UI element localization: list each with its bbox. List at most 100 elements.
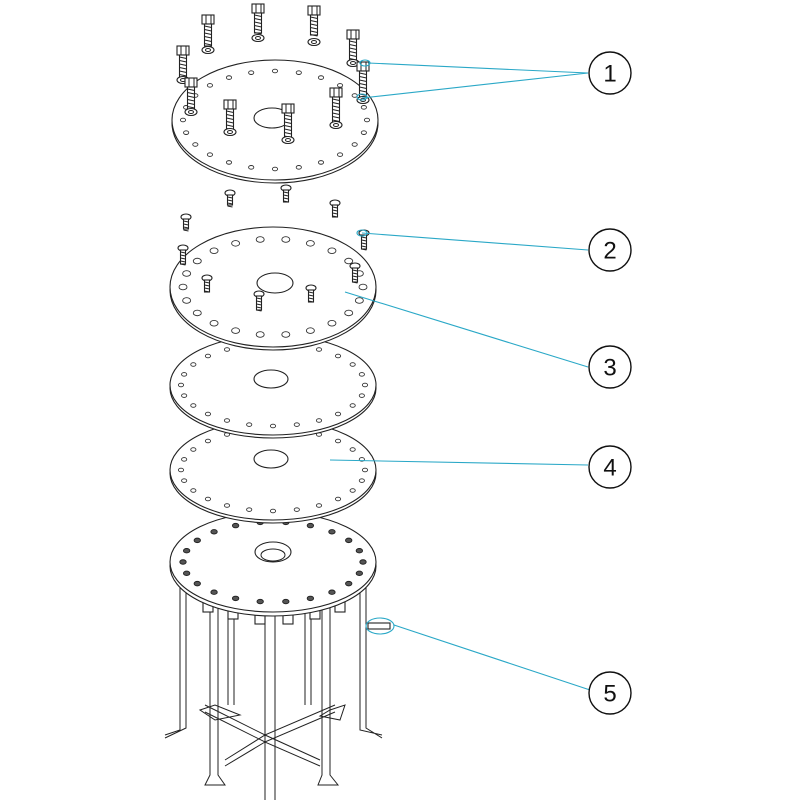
gasket-hole	[223, 503, 231, 508]
top-plate-hole	[295, 70, 302, 75]
countersunk-hole	[281, 331, 291, 338]
hex-bolt	[201, 14, 215, 49]
washer	[201, 45, 215, 55]
hex-bolt	[251, 3, 265, 35]
countersunk-hole	[178, 283, 188, 291]
base-plate-hole	[210, 589, 218, 595]
base-plate-hole	[328, 529, 336, 535]
leader-line-2	[361, 232, 589, 251]
countersunk-hole	[305, 240, 315, 247]
hex-bolt	[329, 87, 343, 126]
gasket-hole	[335, 411, 342, 417]
top-plate-hole	[363, 117, 371, 123]
base-plate-hole	[231, 595, 240, 602]
base-plate-hole	[306, 595, 315, 602]
stand-leg-back-right	[304, 610, 312, 705]
leader-lines	[329, 59, 591, 691]
top-plate-hole	[271, 68, 279, 74]
countersunk-hole	[209, 320, 219, 327]
gasket-hole	[293, 422, 300, 427]
gasket-hole	[269, 423, 277, 429]
base-plate-hole	[345, 537, 353, 544]
base-plate-hole	[193, 580, 201, 587]
leader-line-1a	[367, 62, 589, 74]
countersunk-hole	[182, 297, 192, 304]
countersunk-hole	[354, 297, 364, 304]
gasket-hole	[335, 353, 342, 359]
countersunk-hole	[327, 247, 337, 254]
washer	[223, 127, 237, 137]
gasket-hole	[315, 347, 323, 352]
gasket-hole	[361, 467, 369, 473]
callout-label-3: 3	[603, 355, 616, 382]
top-plate-hole	[360, 130, 367, 135]
top-plate-hole	[225, 75, 233, 80]
base-plate-center-opening	[254, 541, 292, 563]
hex-bolt	[307, 5, 321, 37]
gasket-hole	[293, 507, 300, 512]
countersunk-hole	[305, 327, 315, 334]
leader-line-1b	[361, 72, 589, 99]
top-plate-hole	[317, 160, 325, 165]
countersunk-hole	[182, 270, 192, 277]
washer	[329, 120, 343, 130]
gasket-hole	[335, 496, 342, 502]
callout-4: 4	[588, 445, 632, 489]
countersunk-screw	[177, 244, 189, 266]
gasket-center-opening	[253, 449, 289, 469]
base-plate-hole	[193, 537, 201, 544]
callout-label-4: 4	[603, 455, 616, 482]
top-plate-hole	[295, 165, 302, 170]
gasket-hole	[204, 353, 211, 359]
gasket-hole	[269, 508, 277, 514]
gasket-hole	[190, 362, 197, 367]
top-plate-hole	[225, 160, 233, 165]
countersunk-hole	[327, 320, 337, 327]
countersunk-hole	[231, 327, 241, 334]
gasket-hole	[204, 496, 211, 502]
gasket-hole	[223, 418, 231, 423]
leader-line-5	[393, 624, 591, 691]
top-plate-hole	[179, 117, 187, 123]
base-plate-hole	[182, 548, 191, 554]
gasket-hole	[315, 503, 323, 508]
leader-line-3	[344, 291, 589, 368]
gasket-hole	[358, 393, 365, 398]
gasket-hole	[177, 467, 185, 473]
countersunk-hole	[344, 309, 354, 317]
gasket-hole	[190, 447, 197, 452]
hex-bolt	[176, 45, 190, 80]
top-plate-hole	[206, 83, 213, 88]
gasket-hole	[204, 438, 211, 444]
hex-bolt	[346, 29, 360, 64]
top-plate-hole	[360, 105, 367, 110]
countersunk-screw	[280, 184, 292, 203]
top-plate-hole	[248, 70, 255, 75]
countersunk-screws	[177, 184, 370, 312]
base-plate-hole	[210, 529, 218, 535]
gasket-plate-upper	[169, 334, 377, 439]
countersunk-screw	[253, 290, 265, 312]
countersunk-hole	[231, 240, 241, 247]
countersunk-screw	[349, 262, 361, 284]
countersunk-screw	[305, 284, 317, 303]
leader-target-2	[356, 229, 368, 237]
countersunk-hole	[192, 309, 202, 317]
countersunk-screw	[224, 189, 236, 208]
countersunk-hole	[358, 283, 368, 291]
stand-leg-front-right	[317, 605, 340, 786]
countersunk-plate-center-opening	[256, 272, 294, 294]
base-plate-hole	[256, 598, 264, 605]
countersunk-screw	[329, 199, 341, 218]
gasket-hole	[177, 382, 185, 388]
base-plate-hole	[306, 522, 315, 529]
countersunk-plate	[169, 226, 377, 351]
top-plate	[171, 59, 379, 184]
gasket-hole	[246, 422, 253, 427]
callout-label-2: 2	[603, 238, 616, 265]
base-plate-hole	[231, 522, 240, 529]
countersunk-hole	[344, 257, 354, 265]
top-plate-hole	[351, 142, 358, 147]
gasket-hole	[358, 478, 365, 483]
